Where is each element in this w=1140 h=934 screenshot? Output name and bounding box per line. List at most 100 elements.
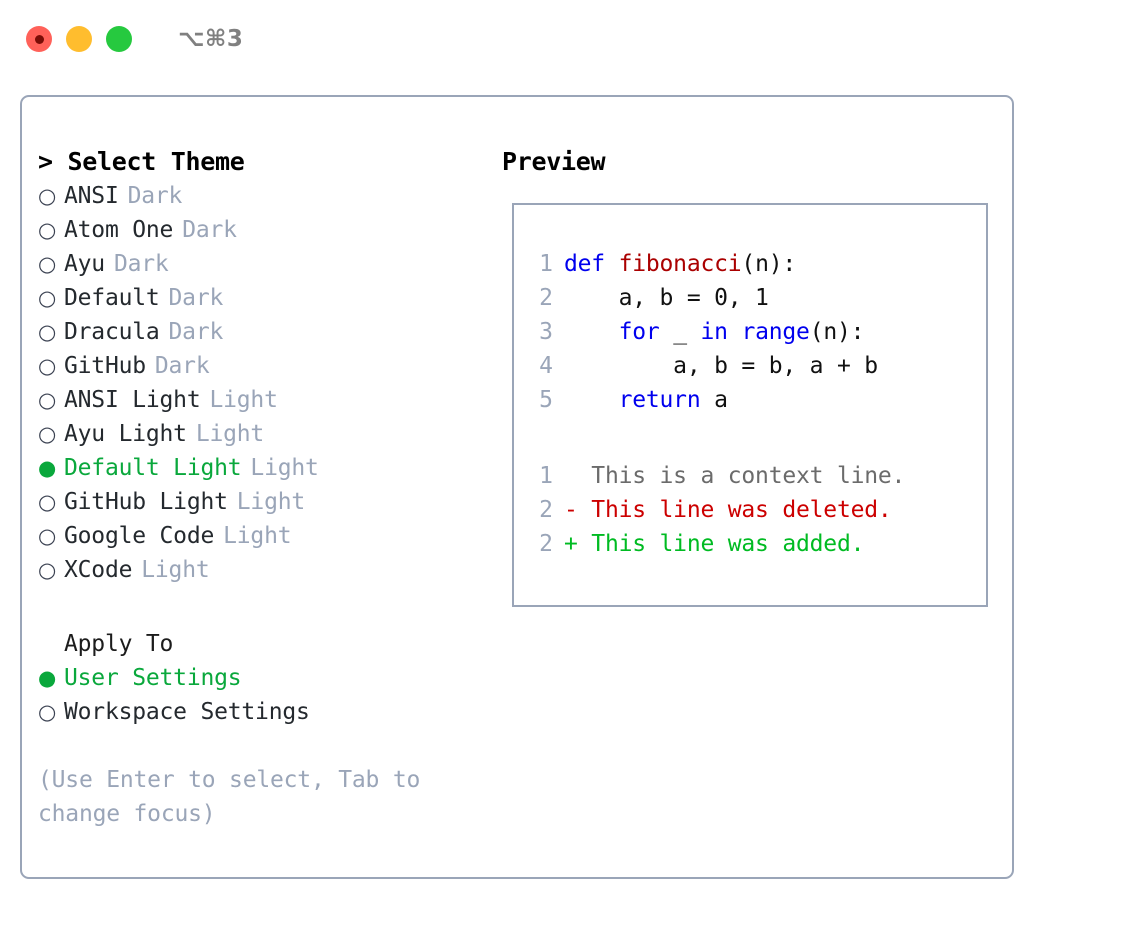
code-line: 4 a, b = b, a + b bbox=[525, 349, 980, 383]
preview-heading: Preview bbox=[502, 147, 606, 176]
radio-unselected-icon: ○ bbox=[38, 388, 57, 412]
theme-name-label: GitHub bbox=[64, 353, 146, 379]
code-token-kw: for bbox=[618, 319, 660, 345]
theme-variant-badge: Light bbox=[223, 523, 292, 549]
apply-to-heading: Apply To bbox=[64, 631, 174, 657]
code-token-plain bbox=[564, 387, 619, 413]
line-number: 1 bbox=[539, 251, 553, 277]
code-token-plain: a bbox=[700, 387, 728, 413]
radio-selected-icon: ● bbox=[38, 456, 57, 480]
diff-line-del: 2 - This line was deleted. bbox=[525, 493, 980, 527]
diff-sample: 1 This is a context line. 2 - This line wa… bbox=[525, 459, 980, 561]
theme-option-xcode[interactable]: ○ XCode Light bbox=[38, 553, 478, 587]
minimize-button[interactable] bbox=[66, 26, 92, 52]
theme-option-dracula[interactable]: ○ Dracula Dark bbox=[38, 315, 478, 349]
radio-unselected-icon: ○ bbox=[38, 700, 57, 724]
diff-line-text: + This line was added. bbox=[564, 531, 865, 557]
code-token-plain: (n): bbox=[741, 251, 797, 277]
apply-to-options: ● User Settings ○Workspace Settings bbox=[38, 661, 478, 729]
theme-variant-badge: Dark bbox=[127, 183, 183, 209]
radio-unselected-icon: ○ bbox=[38, 490, 57, 514]
line-number: 4 bbox=[539, 353, 553, 379]
keyboard-shortcut-label: ⌥⌘3 bbox=[178, 26, 244, 52]
theme-name-label: Google Code bbox=[64, 523, 215, 549]
theme-variant-badge: Dark bbox=[168, 319, 224, 345]
code-line-text: def fibonacci(n): bbox=[564, 247, 796, 281]
line-number: 3 bbox=[539, 319, 553, 345]
radio-selected-icon: ● bbox=[38, 666, 57, 690]
radio-unselected-icon: ○ bbox=[38, 354, 57, 378]
theme-variant-badge: Dark bbox=[168, 285, 224, 311]
diff-line-text: This is a context line. bbox=[564, 463, 906, 489]
code-token-plain bbox=[564, 319, 619, 345]
code-token-plain bbox=[728, 319, 742, 345]
diff-line-add: 2+ This line was added. bbox=[525, 527, 980, 561]
theme-name-label: Ayu bbox=[64, 251, 105, 277]
code-token-fn: fibonacci bbox=[618, 251, 742, 277]
theme-name-label: Ayu Light bbox=[64, 421, 187, 447]
theme-name-label: XCode bbox=[64, 557, 133, 583]
theme-name-label: ANSI bbox=[64, 183, 119, 209]
line-number: 2 bbox=[539, 497, 553, 523]
line-number: 1 bbox=[539, 463, 553, 489]
zoom-button[interactable] bbox=[106, 26, 132, 52]
keyboard-hint-text: (Use Enter to select, Tab to change focu… bbox=[38, 767, 421, 827]
code-line-text: for _ in range(n): bbox=[564, 315, 865, 349]
theme-option-github-light[interactable]: ○ GitHub Light Light bbox=[38, 485, 478, 519]
theme-variant-badge: Light bbox=[236, 489, 306, 515]
code-line: 1 def fibonacci(n): bbox=[525, 247, 980, 281]
theme-option-default-light[interactable]: ● Default Light Light bbox=[38, 451, 478, 485]
code-line: 5 return a bbox=[525, 383, 980, 417]
code-token-kw: return bbox=[618, 387, 701, 413]
theme-variant-badge: Light bbox=[195, 421, 265, 447]
diff-line-ctx: 1 This is a context line. bbox=[525, 459, 980, 493]
close-button[interactable] bbox=[26, 26, 52, 52]
radio-unselected-icon: ○ bbox=[38, 320, 57, 344]
radio-unselected-icon: ○ bbox=[38, 558, 57, 582]
radio-unselected-icon: ○ bbox=[38, 524, 57, 548]
theme-name-label: Atom One bbox=[64, 217, 174, 243]
code-line: 2 a, b = 0, 1 bbox=[525, 281, 980, 315]
theme-name-label: Default Light bbox=[64, 455, 242, 481]
theme-name-label: Default bbox=[64, 285, 160, 311]
apply-to-option-workspace-settings[interactable]: ○Workspace Settings bbox=[38, 695, 478, 729]
diff-line-text: - This line was deleted. bbox=[564, 497, 892, 523]
theme-name-label: Dracula bbox=[64, 319, 160, 345]
theme-option-ayu-light[interactable]: ○ Ayu Light Light bbox=[38, 417, 478, 451]
code-token-plain: a, b = b, a + b bbox=[564, 353, 878, 379]
theme-option-github[interactable]: ○ GitHub Dark bbox=[38, 349, 478, 383]
theme-option-google-code[interactable]: ○ Google Code Light bbox=[38, 519, 478, 553]
code-token-plain: _ bbox=[659, 319, 701, 345]
radio-unselected-icon: ○ bbox=[38, 184, 57, 208]
theme-variant-badge: Dark bbox=[113, 251, 169, 277]
apply-to-block: Apply To ● User Settings ○Workspace Settin… bbox=[38, 627, 478, 729]
code-line-text: a, b = 0, 1 bbox=[564, 281, 769, 315]
code-token-kw: def bbox=[564, 251, 619, 277]
theme-option-ansi[interactable]: ○ ANSI Dark bbox=[38, 179, 478, 213]
theme-option-default[interactable]: ○ Default Dark bbox=[38, 281, 478, 315]
radio-unselected-icon: ○ bbox=[38, 286, 57, 310]
theme-variant-badge: Light bbox=[141, 557, 210, 583]
theme-variant-badge: Light bbox=[250, 455, 319, 481]
code-token-kw: in bbox=[700, 319, 728, 345]
theme-name-label: ANSI Light bbox=[64, 387, 201, 413]
code-line-text: return a bbox=[564, 383, 728, 417]
theme-name-label: GitHub Light bbox=[64, 489, 228, 515]
code-token-plain: a, b = 0, 1 bbox=[564, 285, 769, 311]
radio-unselected-icon: ○ bbox=[38, 252, 57, 276]
theme-variant-badge: Dark bbox=[154, 353, 210, 379]
apply-to-label: User Settings bbox=[64, 665, 242, 691]
apply-to-option-user-settings[interactable]: ● User Settings bbox=[38, 661, 478, 695]
code-token-kw: range bbox=[741, 319, 810, 345]
radio-unselected-icon: ○ bbox=[38, 422, 57, 446]
theme-option-ayu[interactable]: ○ Ayu Dark bbox=[38, 247, 478, 281]
